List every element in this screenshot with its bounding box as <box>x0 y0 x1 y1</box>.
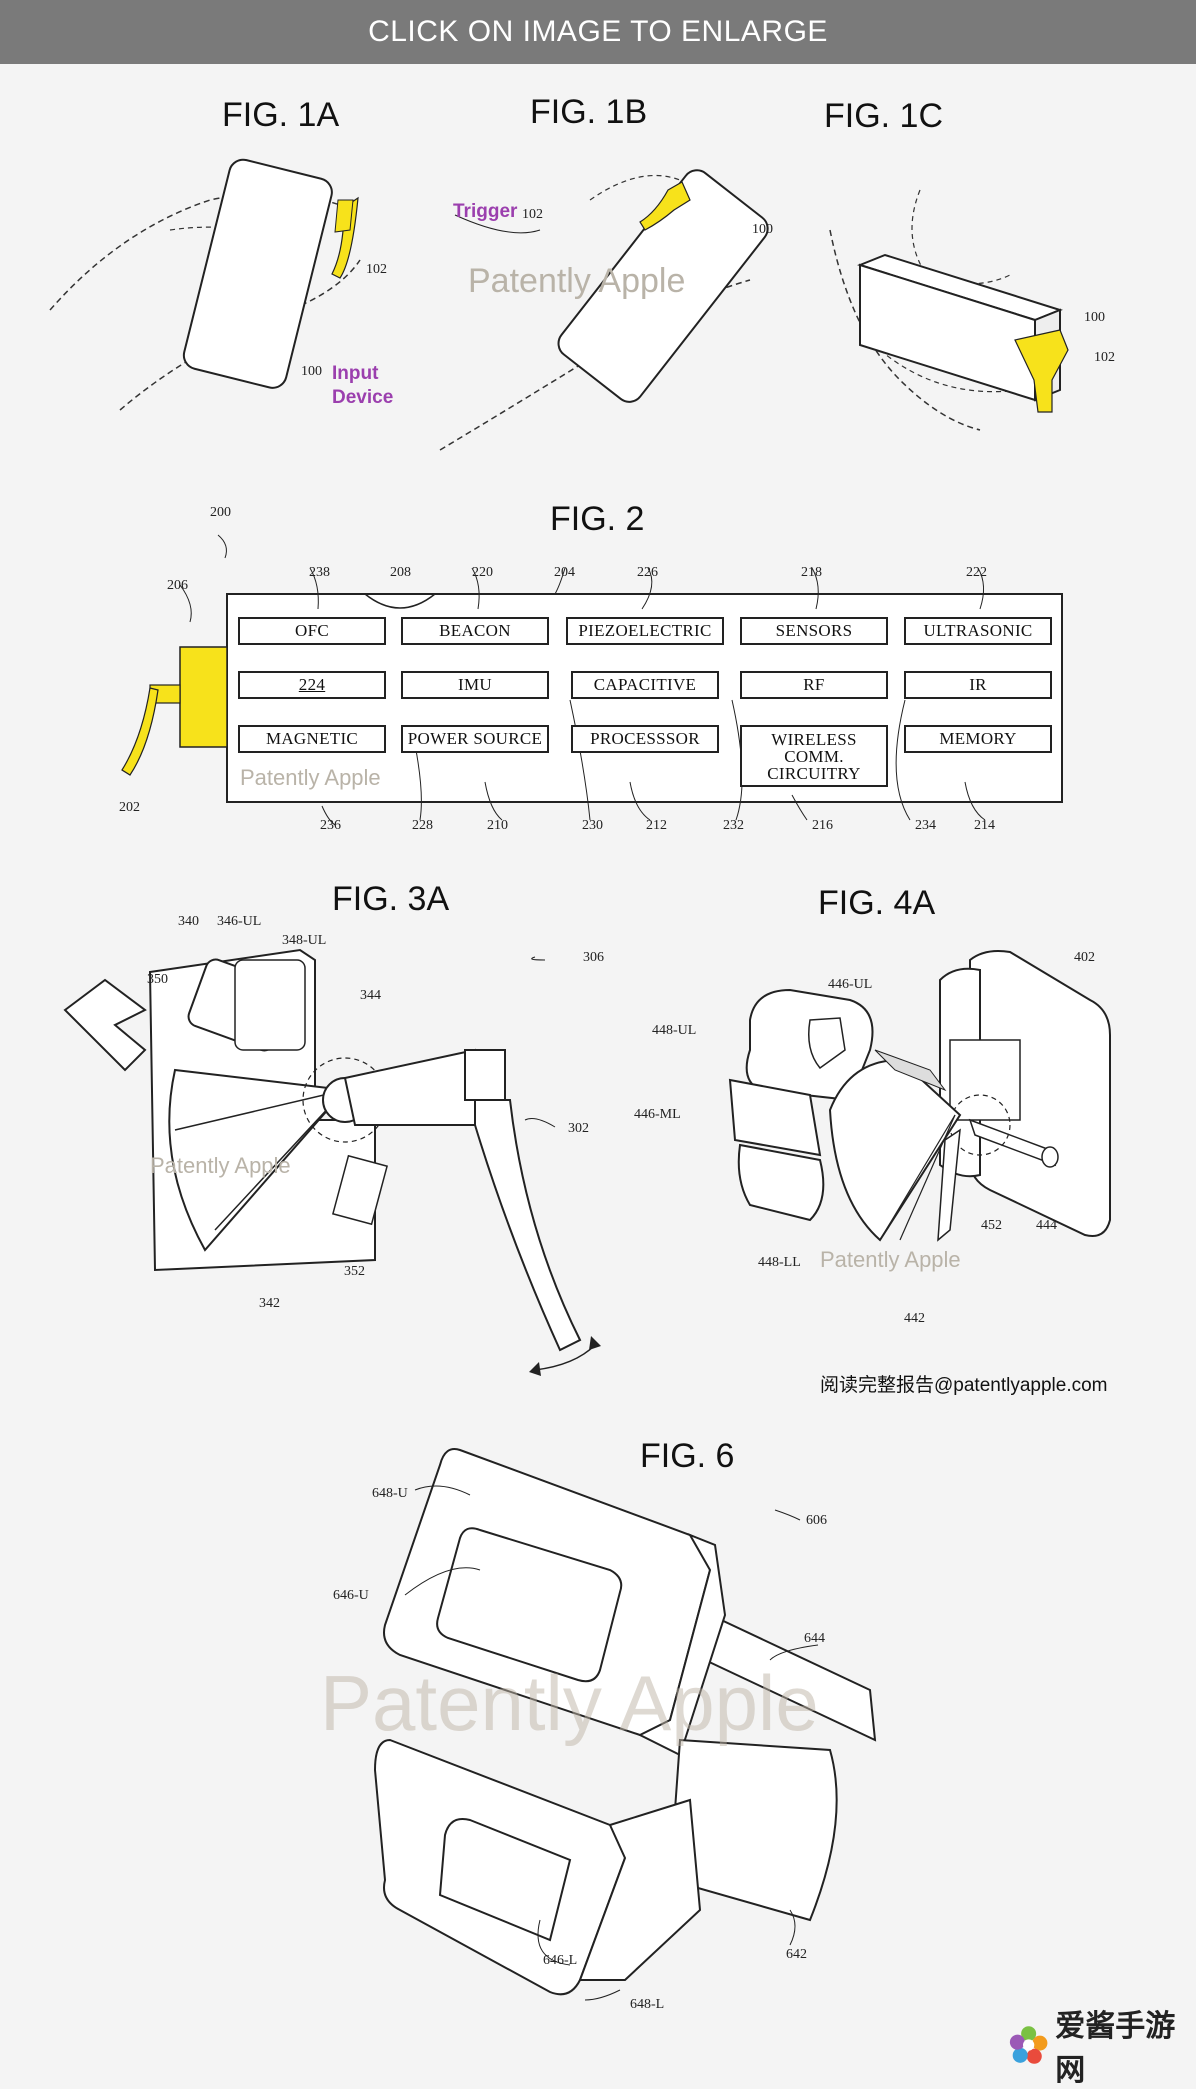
enlarge-banner-text: CLICK ON IMAGE TO ENLARGE <box>368 15 828 48</box>
fig2-ref-212: 212 <box>646 818 667 833</box>
watermark-1: Patently Apple <box>468 262 686 300</box>
fig3a-title: FIG. 3A <box>332 880 450 918</box>
fig2-box-ofc: OFC <box>238 617 386 645</box>
fig1b-trigger-label: Trigger <box>453 201 518 222</box>
fig2-box-memory: MEMORY <box>904 725 1052 753</box>
fig2-box-224: 224 <box>238 671 386 699</box>
fig2-box-sensors: SENSORS <box>740 617 888 645</box>
report-url[interactable]: 阅读完整报告@patentlyapple.com <box>820 1375 1108 1396</box>
watermark-2: Patently Apple <box>240 765 381 790</box>
fig1a-title: FIG. 1A <box>222 96 340 134</box>
fig2-ref-216: 216 <box>812 818 833 833</box>
fig2-ref-214: 214 <box>974 818 995 833</box>
fig3a-label-302: 302 <box>568 1121 589 1136</box>
fig2-box-processor: PROCESSSOR <box>571 725 719 753</box>
fig1c-label-100: 100 <box>1084 310 1105 325</box>
fig6-label-646l: 646-L <box>543 1953 578 1968</box>
fig2-title: FIG. 2 <box>550 500 645 538</box>
fig2-ref-238: 238 <box>309 565 330 580</box>
fig1b-title: FIG. 1B <box>530 93 648 131</box>
fig1c-label-102: 102 <box>1094 350 1115 365</box>
enlarge-banner[interactable]: CLICK ON IMAGE TO ENLARGE <box>0 0 1196 64</box>
fig4a-label-446ml: 446-ML <box>634 1107 681 1122</box>
fig2-box-ultrasonic: ULTRASONIC <box>904 617 1052 645</box>
fig3a-label-340: 340 <box>178 914 199 929</box>
fig1a-input-label-line1: Input <box>332 363 379 384</box>
fig2-ref-210: 210 <box>487 818 508 833</box>
fig6-label-644: 644 <box>804 1631 825 1646</box>
pinwheel-logo-icon <box>1009 2026 1048 2064</box>
fig2-ref-236: 236 <box>320 818 341 833</box>
fig1c-title: FIG. 1C <box>824 97 944 135</box>
fig2-box-imu: IMU <box>401 671 549 699</box>
fig4a-label-402: 402 <box>1074 950 1095 965</box>
fig1a-input-label: Input Device <box>332 362 393 410</box>
fig3a-label-350: 350 <box>147 972 168 987</box>
fig2-box-beacon: BEACON <box>401 617 549 645</box>
fig4a-title: FIG. 4A <box>818 884 936 922</box>
fig6-drawing <box>373 1448 877 2001</box>
fig4a-drawing <box>728 950 1111 1242</box>
fig1c-drawing <box>829 189 1069 431</box>
fig4a-label-448ul: 448-UL <box>652 1023 697 1038</box>
fig3a-drawing <box>63 948 601 1376</box>
fig2-box-piezoelectric: PIEZOELECTRIC <box>566 617 724 645</box>
fig1a-input-label-line2: Device <box>332 387 394 408</box>
fig6-label-606: 606 <box>806 1513 827 1528</box>
fig2-box-rf: RF <box>740 671 888 699</box>
fig3a-label-348ul: 348-UL <box>282 933 327 948</box>
fig4a-label-452: 452 <box>981 1218 1002 1233</box>
fig3a-label-352: 352 <box>344 1264 365 1279</box>
site-logo-text: 爱酱手游网 <box>1055 2010 1176 2087</box>
fig6-label-642: 642 <box>786 1947 807 1962</box>
fig1a-label-100: 100 <box>301 364 322 379</box>
fig2-ref-220: 220 <box>472 565 493 580</box>
fig2-ref-228: 228 <box>412 818 433 833</box>
fig2-ref-226: 226 <box>637 565 658 580</box>
fig2-ref-218: 218 <box>801 565 822 580</box>
fig2-box-capacitive: CAPACITIVE <box>571 671 719 699</box>
fig2-box-wireless-line2: COMM. <box>784 746 844 766</box>
fig1b-label-102: 102 <box>522 207 543 222</box>
fig2-box-magnetic: MAGNETIC <box>238 725 386 753</box>
watermark-large: Patently Apple <box>320 1659 819 1747</box>
fig2-box-wireless-comm: WIRELESS COMM. CIRCUITRY <box>740 725 888 787</box>
fig4a-label-446ul: 446-UL <box>828 977 873 992</box>
fig1a-label-102: 102 <box>366 262 387 277</box>
watermark-4: Patently Apple <box>820 1247 961 1272</box>
fig3a-label-344: 344 <box>360 988 381 1003</box>
fig2-ref-202: 202 <box>119 800 140 815</box>
fig1b-label-100: 100 <box>752 222 773 237</box>
fig4a-label-442: 442 <box>904 1311 925 1326</box>
fig2-ref-204: 204 <box>554 565 575 580</box>
fig1b-drawing <box>439 169 769 451</box>
fig6-label-648u: 648-U <box>372 1486 408 1501</box>
site-logo[interactable]: 爱酱手游网 <box>1008 2001 1196 2089</box>
fig2-ref-208: 208 <box>390 565 411 580</box>
watermark-3: Patently Apple <box>150 1153 291 1178</box>
fig2-ref-234: 234 <box>915 818 936 833</box>
fig3a-label-306: 306 <box>583 950 604 965</box>
fig2-box-wireless-line3: CIRCUITRY <box>767 763 861 783</box>
fig4a-label-444: 444 <box>1036 1218 1057 1233</box>
fig1a-drawing <box>49 158 361 411</box>
fig4a-label-448ll: 448-LL <box>758 1255 801 1270</box>
fig2-box-wireless-line1: WIRELESS <box>771 729 857 749</box>
fig2-box-power-source: POWER SOURCE <box>401 725 549 753</box>
fig6-label-648l: 648-L <box>630 1997 665 2012</box>
fig2-box-ir: IR <box>904 671 1052 699</box>
fig2-ref-232: 232 <box>723 818 744 833</box>
fig2-ref-222: 222 <box>966 565 987 580</box>
fig3a-label-346ul: 346-UL <box>217 914 262 929</box>
fig6-label-646u: 646-U <box>333 1588 369 1603</box>
fig3a-label-342: 342 <box>259 1296 280 1311</box>
fig2-ref-200: 200 <box>210 505 231 520</box>
fig2-ref-230: 230 <box>582 818 603 833</box>
fig6-title: FIG. 6 <box>640 1437 735 1475</box>
